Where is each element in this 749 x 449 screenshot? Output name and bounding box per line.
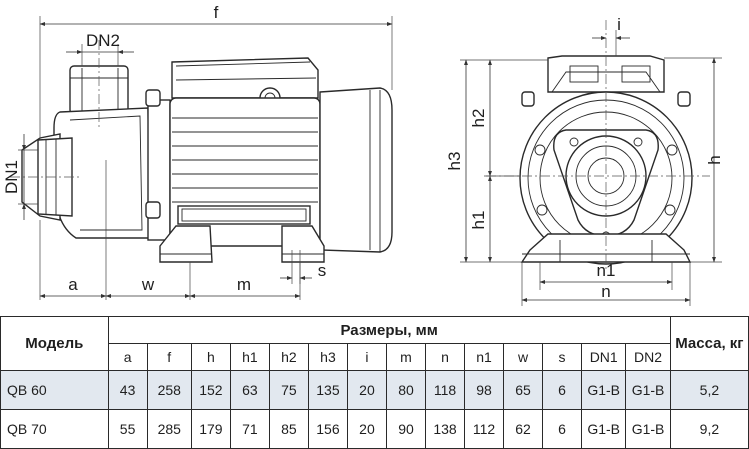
value-cell: 112: [463, 409, 505, 449]
column-header-13: DN2: [625, 343, 671, 371]
label-s: s: [318, 261, 327, 280]
dimension-n1: n1: [539, 261, 673, 290]
label-dn2: DN2: [86, 31, 120, 50]
value-cell: 62: [503, 409, 544, 449]
table-header-top: Модель Размеры, мм Масса, кг: [0, 316, 749, 371]
value-cell: G1-B: [625, 370, 671, 410]
dimension-h1: h1: [469, 175, 492, 263]
value-cell: 90: [385, 409, 426, 449]
value-cell: 152: [190, 370, 231, 410]
model-header: Модель: [0, 316, 109, 371]
dimension-h: h: [664, 57, 724, 263]
value-cell: 135: [307, 370, 348, 410]
label-i: i: [617, 15, 621, 34]
pump-side-view: [21, 57, 393, 263]
dimension-dn2: DN2: [66, 31, 134, 66]
mass-cell: 5,2: [669, 370, 749, 410]
dimension-i: i: [592, 15, 630, 56]
column-header-11: s: [542, 343, 583, 371]
column-header-12: DN1: [581, 343, 627, 371]
value-cell: 71: [229, 409, 270, 449]
column-header-0: a: [107, 343, 148, 371]
label-h: h: [705, 155, 724, 164]
dimension-s: s: [280, 250, 326, 284]
value-cell: G1-B: [581, 370, 627, 410]
value-cell: 6: [542, 409, 583, 449]
label-a: a: [68, 275, 78, 294]
value-cell: 156: [307, 409, 348, 449]
mass-cell: 9,2: [669, 409, 749, 449]
value-cell: 85: [268, 409, 309, 449]
dimension-h2: h2: [469, 59, 520, 177]
value-cell: 258: [146, 370, 192, 410]
model-cell: QB 70: [0, 409, 109, 449]
value-cell: 43: [107, 370, 148, 410]
dimension-m: m: [189, 262, 301, 300]
value-cell: 80: [385, 370, 426, 410]
motor-cooling-fins: [172, 117, 318, 203]
value-cell: 6: [542, 370, 583, 410]
value-cell: 75: [268, 370, 309, 410]
column-header-8: n: [424, 343, 466, 371]
dimension-h3: h3: [445, 59, 548, 263]
dimension-n: n: [521, 262, 691, 306]
value-cell: 65: [503, 370, 544, 410]
column-header-5: h3: [307, 343, 348, 371]
column-header-4: h2: [268, 343, 309, 371]
value-cell: G1-B: [581, 409, 627, 449]
column-header-7: m: [385, 343, 426, 371]
dimension-a: a: [39, 160, 107, 300]
value-cell: 20: [346, 370, 387, 410]
dimension-w: w: [105, 262, 191, 300]
column-header-2: h: [190, 343, 231, 371]
label-dn1: DN1: [2, 160, 21, 194]
value-cell: 98: [463, 370, 505, 410]
value-cell: 20: [346, 409, 387, 449]
column-header-10: w: [503, 343, 544, 371]
mass-header: Масса, кг: [669, 316, 749, 371]
dimension-dn1: DN1: [2, 134, 38, 220]
label-h1: h1: [469, 211, 488, 230]
label-m: m: [237, 275, 251, 294]
value-cell: 63: [229, 370, 270, 410]
value-cell: 118: [424, 370, 466, 410]
model-cell: QB 60: [0, 370, 109, 410]
value-cell: 179: [190, 409, 231, 449]
column-header-1: f: [146, 343, 192, 371]
value-cell: G1-B: [625, 409, 671, 449]
label-n: n: [601, 282, 610, 301]
sizes-header: Размеры, мм: [107, 316, 671, 344]
dimension-f: f: [39, 3, 393, 140]
label-n1: n1: [597, 261, 616, 280]
value-cell: 285: [146, 409, 192, 449]
label-w: w: [141, 275, 155, 294]
column-header-6: i: [346, 343, 387, 371]
value-cell: 138: [424, 409, 466, 449]
pump-technical-drawing: f DN2 DN1 a w m s: [2, 3, 724, 306]
column-header-9: n1: [463, 343, 505, 371]
column-header-3: h1: [229, 343, 270, 371]
label-h3: h3: [445, 152, 464, 171]
label-f: f: [214, 3, 219, 22]
value-cell: 55: [107, 409, 148, 449]
label-h2: h2: [469, 109, 488, 128]
